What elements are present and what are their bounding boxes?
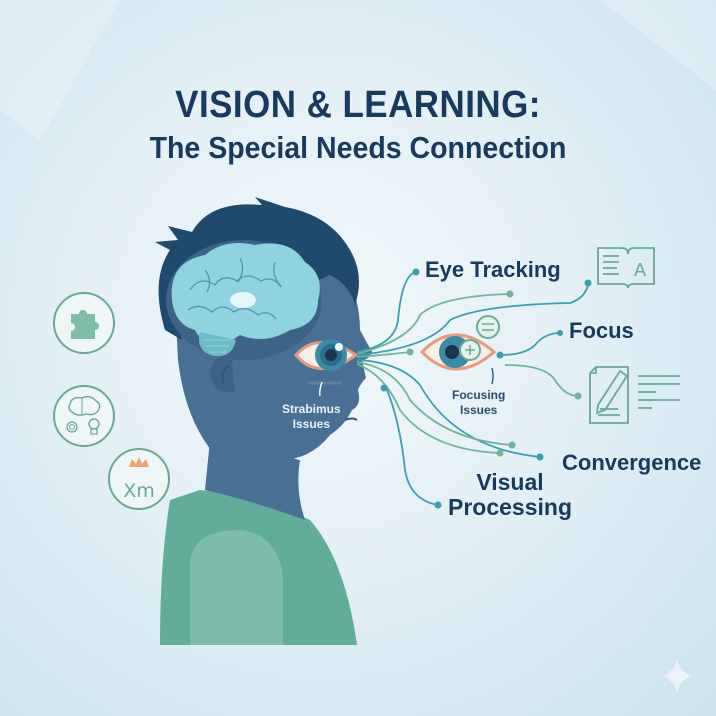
connection-dots: [380, 268, 592, 509]
label-focusing-line2: Issues: [459, 403, 498, 417]
document-pencil-icon: [589, 366, 680, 424]
label-visual-line2: Processing: [448, 494, 572, 520]
open-book-icon: A: [597, 247, 655, 289]
child-head: [155, 197, 372, 460]
label-focusing-issues: Focusing Issues: [452, 388, 505, 418]
background-facets: [0, 0, 716, 140]
focusing-eye-icon: [419, 315, 500, 385]
svg-text:Xm: Xm: [123, 480, 155, 502]
label-eye-tracking: Eye Tracking: [425, 257, 561, 282]
child-body: [160, 440, 357, 645]
title-line-2: The Special Needs Connection: [149, 130, 567, 165]
label-strabimus-issues: Strabimus Issues: [282, 402, 341, 432]
svg-text:A: A: [634, 260, 647, 281]
label-strabimus-line2: Issues: [292, 417, 331, 431]
puzzle-piece-icon: [53, 292, 115, 354]
label-focusing-line1: Focusing: [452, 388, 506, 402]
label-visual-processing: Visual Processing: [448, 470, 572, 520]
label-strabimus-line1: Strabimus: [282, 402, 341, 416]
brain-lightbulb-icon: [53, 385, 115, 447]
sparkle-icon: [662, 660, 692, 692]
crown-xm-icon: Xm: [108, 448, 170, 510]
label-convergence: Convergence: [562, 450, 702, 475]
label-visual-line1: Visual: [476, 469, 544, 495]
title-line-1: VISION & LEARNING:: [175, 84, 541, 126]
connection-lines: [356, 271, 589, 506]
label-focus: Focus: [569, 318, 634, 343]
